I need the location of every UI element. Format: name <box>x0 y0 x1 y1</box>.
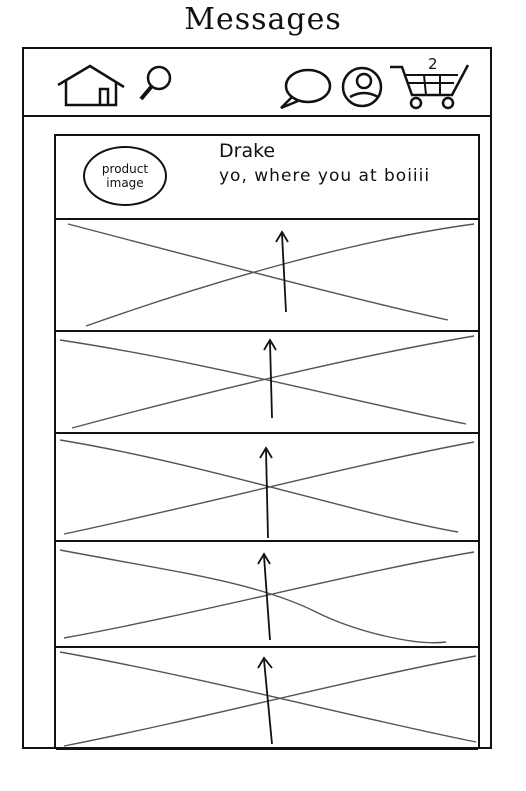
home-icon[interactable] <box>54 63 130 107</box>
page-title: Messages <box>184 2 342 37</box>
placeholder-row[interactable] <box>56 542 478 648</box>
product-image-thumbnail: product image <box>83 146 167 206</box>
message-sender: Drake <box>219 140 276 162</box>
cart-icon[interactable] <box>388 63 472 111</box>
thumbnail-label: product image <box>101 162 149 190</box>
search-icon[interactable] <box>135 63 175 103</box>
message-row[interactable]: product image Drake yo, where you at boi… <box>56 136 478 220</box>
placeholder-row[interactable] <box>56 332 478 434</box>
placeholder-row[interactable] <box>56 648 478 750</box>
top-navigation-bar: 2 <box>24 49 490 117</box>
message-preview: yo, where you at boiiii <box>219 166 431 186</box>
phone-frame: 2 product image Drake yo, where you at b… <box>22 47 492 750</box>
chat-icon[interactable] <box>278 67 332 111</box>
placeholder-row[interactable] <box>56 434 478 542</box>
message-list: product image Drake yo, where you at boi… <box>54 134 480 750</box>
placeholder-row[interactable] <box>56 220 478 332</box>
profile-icon[interactable] <box>338 65 388 109</box>
cart-count-badge: 2 <box>428 55 438 73</box>
